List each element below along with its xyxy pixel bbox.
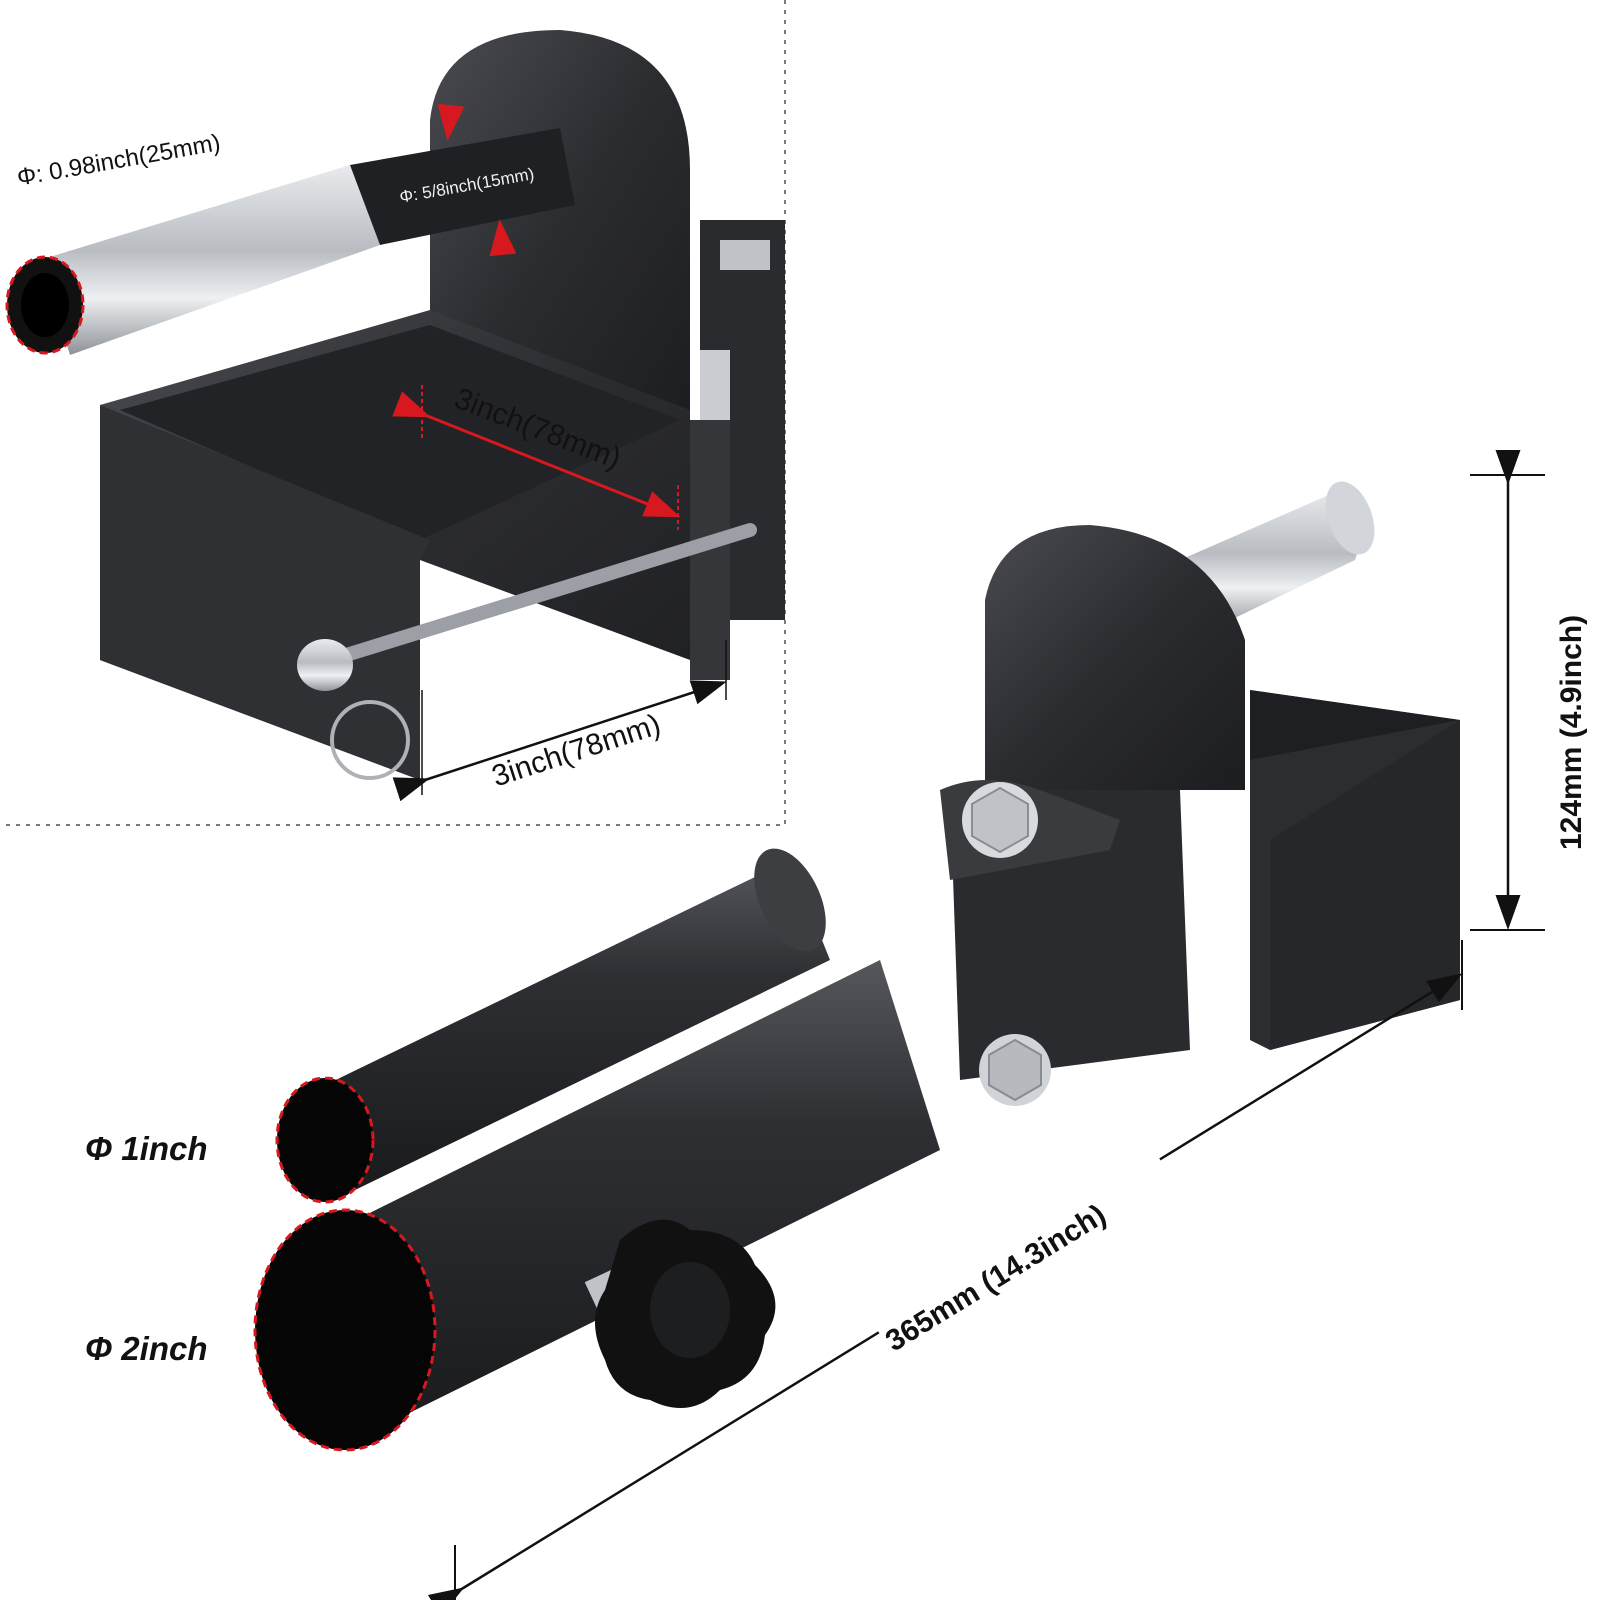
small-sleeve-mouth <box>277 1078 373 1202</box>
height-dimension <box>1470 450 1545 931</box>
large-sleeve-mouth <box>255 1210 435 1450</box>
inset-bracket <box>5 30 785 780</box>
height-label: 124mm (4.9inch) <box>1555 614 1588 850</box>
large-sleeve-label: Φ 2inch <box>85 1330 208 1367</box>
small-sleeve-label: Φ 1inch <box>85 1130 208 1167</box>
outer-width-dimension-line <box>392 680 727 802</box>
inner-width-dimension-line <box>392 391 681 518</box>
